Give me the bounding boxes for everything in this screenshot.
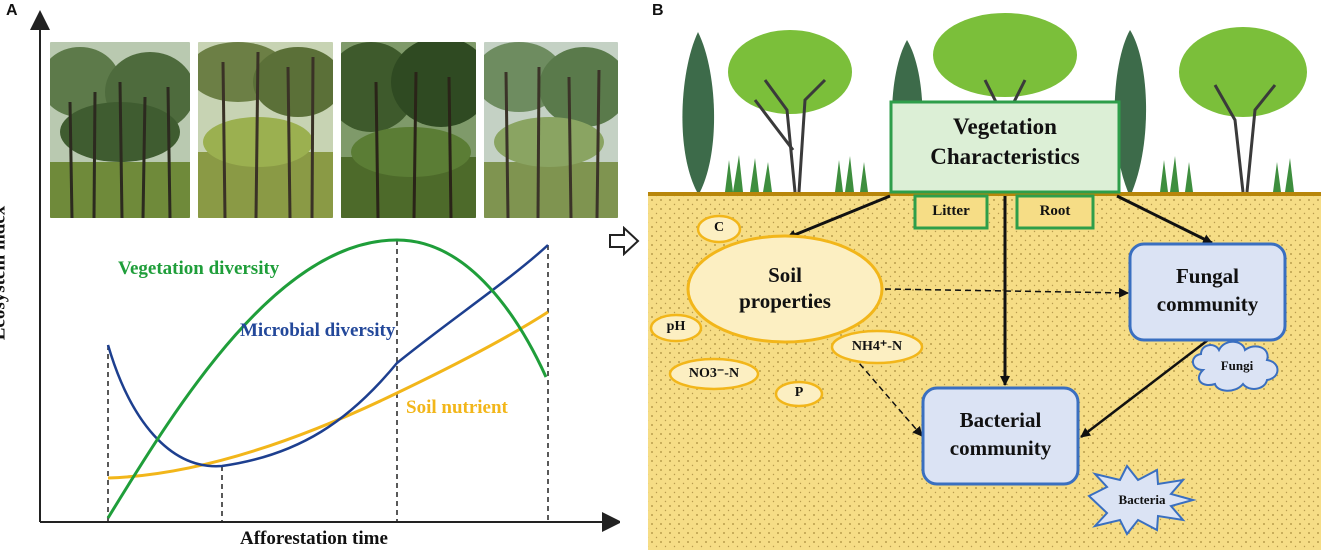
- tag-ph: [649, 313, 703, 343]
- guide-lines: [107, 240, 549, 522]
- fungal-label: Fungal community: [1130, 262, 1285, 318]
- panel-b: B: [605, 0, 1325, 554]
- bacterial-label: Bacterial community: [923, 406, 1078, 462]
- arrow-veg-to-soil: [786, 194, 891, 240]
- x-axis-title: Afforestation time: [240, 528, 388, 549]
- arrow-soil-to-fungal: [884, 287, 1129, 298]
- fungal-box: [1128, 242, 1287, 342]
- bacteria-star-label: Bacteria: [1118, 492, 1166, 507]
- tag-p-label: P: [794, 385, 804, 400]
- soil-properties-label: Soil properties: [688, 262, 882, 314]
- arrow-fungal-to-bacterial: [1080, 339, 1209, 438]
- vegetation-box: [889, 100, 1121, 194]
- vegetation-line1: Vegetation: [953, 114, 1057, 139]
- vegetation-diversity-label: Vegetation diversity: [118, 258, 280, 279]
- tag-ph-label: pH: [666, 319, 686, 334]
- microbial-diversity-curve: [106, 244, 549, 468]
- fungi-cloud-icon: [1192, 340, 1279, 392]
- fungal-line1: Fungal: [1175, 264, 1240, 288]
- soil-nutrient-label: Soil nutrient: [406, 397, 508, 418]
- forest-photo-4: [484, 42, 618, 218]
- y-axis-title: Ecosystem index: [0, 205, 10, 341]
- litter-label: Litter: [932, 203, 970, 219]
- panel-a: A: [0, 0, 620, 554]
- bacterial-line1: Bacterial: [959, 408, 1042, 432]
- forest-photo-2: [198, 42, 333, 218]
- tag-nh4-label: NH4⁺-N: [851, 339, 903, 354]
- tag-c-label: C: [713, 220, 725, 235]
- soil-diagram: [648, 13, 1321, 550]
- arrow-veg-to-fungal: [1116, 194, 1213, 245]
- grass-tufts: [725, 155, 1294, 192]
- vegetation-line2: Characteristics: [930, 144, 1080, 169]
- right-arrow-icon: [609, 226, 640, 256]
- soil-line2: properties: [739, 289, 831, 313]
- bacteria-star-icon: [1087, 464, 1197, 536]
- forest-photo-3: [341, 42, 476, 218]
- broadleaf-trees: [728, 13, 1307, 193]
- panel-b-letter: B: [652, 2, 664, 19]
- tag-nh4: [830, 329, 924, 365]
- litter-box: [913, 194, 989, 230]
- soil-line1: Soil: [768, 263, 802, 287]
- fungi-cloud-label: Fungi: [1220, 358, 1254, 373]
- bacterial-box: [921, 386, 1080, 486]
- panel-a-letter: A: [6, 2, 18, 19]
- tag-c: [696, 214, 742, 244]
- tag-p: [774, 380, 824, 408]
- microbial-diversity-label: Microbial diversity: [240, 320, 396, 341]
- tag-no3: [668, 357, 760, 391]
- soil-properties-ellipse: [686, 234, 884, 344]
- bacterial-line2: community: [949, 436, 1052, 460]
- fungal-line2: community: [1156, 292, 1259, 316]
- forest-photo-1: [50, 42, 190, 218]
- vegetation-diversity-curve: [106, 238, 548, 519]
- root-label: Root: [1039, 203, 1071, 219]
- ecosystem-chart: [30, 10, 620, 532]
- soil-nutrient-curve: [107, 310, 549, 480]
- tag-no3-label: NO3⁻-N: [688, 366, 740, 381]
- root-box: [1015, 194, 1095, 230]
- vegetation-box-label: Vegetation Characteristics: [891, 112, 1119, 172]
